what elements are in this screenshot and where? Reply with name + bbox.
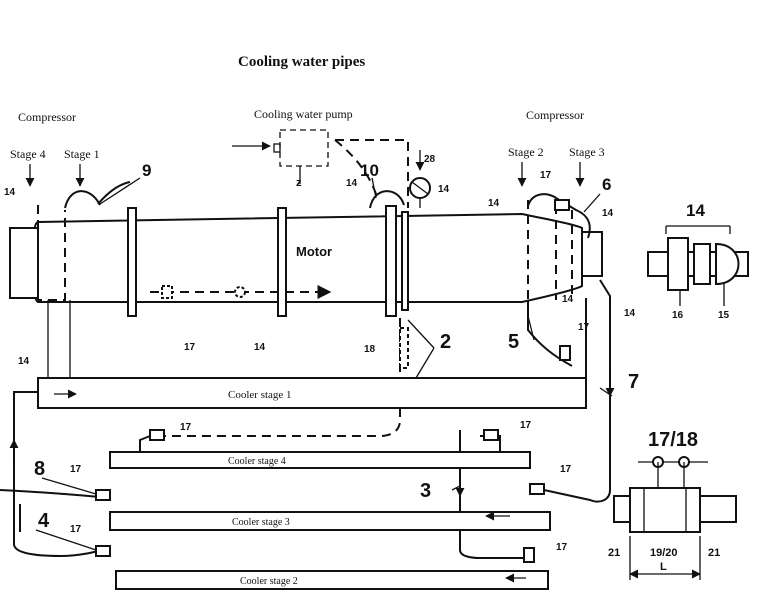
callout-21-left: 21 [608,547,620,559]
stage1-label: Stage 1 [64,147,100,161]
callout-18: 18 [364,344,376,355]
coupling-markers [95,199,571,563]
callout-5: 5 [508,331,519,353]
callout-17-stage: 17 [540,170,552,181]
callout-8: 8 [34,458,45,480]
callout-14-outlet: 14 [624,308,636,319]
callout-14-detail: 14 [686,201,705,220]
cooler-stage-1-label: Cooler stage 1 [228,389,292,401]
cooler-stage-2: Cooler stage 2 [115,570,549,590]
compressor-right-label: Compressor [526,108,584,122]
cooling-water-pump: z [232,129,329,189]
callout-14-left: 14 [4,187,16,198]
callout-17-c4-right: 17 [520,420,532,431]
valve-28 [409,177,431,208]
stage-arrows [25,162,585,187]
callout-7: 7 [628,371,639,393]
callout-14-right-low: 14 [562,294,574,305]
callout-6: 6 [602,175,611,194]
callout-19-20: 19/20 [650,547,678,559]
compressor-left-label: Compressor [18,110,76,124]
pump-label: Cooling water pump [254,107,353,121]
callout-28: 28 [424,154,436,165]
callout-14-cooler1: 14 [18,356,30,367]
callout-17-c4: 17 [180,422,192,433]
callout-17-right: 17 [578,322,590,333]
cooler-stage-4: Cooler stage 4 [109,451,531,469]
flow-arrows [9,150,615,497]
stage4-label: Stage 4 [10,147,46,161]
detail-14 [647,225,749,306]
callout-17-motor: 17 [184,342,196,353]
callout-17-c2-right: 17 [556,542,568,553]
cooler-stage-4-label: Cooler stage 4 [228,456,286,467]
callout-16: 16 [672,310,684,321]
callout-14-pipe: 14 [346,178,358,189]
stage3-label: Stage 3 [569,145,605,159]
motor-label: Motor [296,244,332,259]
cooler-stage-2-label: Cooler stage 2 [240,576,298,587]
callout-4: 4 [38,510,50,532]
callout-14-stage2: 14 [488,198,500,209]
callout-17-c3-right: 17 [560,464,572,475]
diagram-title: Cooling water pipes [238,54,365,70]
callout-17-c2-left: 17 [70,524,82,535]
cooler-stage-1: Cooler stage 1 [37,377,587,409]
external-pipes [0,181,611,559]
dimension-L: L [660,561,667,573]
callout-17-c3-left: 17 [70,464,82,475]
cooler-stage-3: Cooler stage 3 [109,511,551,531]
callout-14-pump: 14 [438,184,450,195]
detail-17-18 [613,456,737,580]
callout-3: 3 [420,480,431,502]
callout-9: 9 [142,161,151,180]
callout-14-stage3: 14 [602,208,614,219]
stage2-label: Stage 2 [508,145,544,159]
callout-15: 15 [718,310,730,321]
callout-14-motor: 14 [254,342,266,353]
svg-text:z: z [296,177,302,189]
callout-2: 2 [440,331,451,353]
callout-10: 10 [360,161,379,180]
compressor-motor-body [9,205,603,378]
leader-lines [35,177,613,551]
callout-21-right: 21 [708,547,720,559]
cooler-stage-3-label: Cooler stage 3 [232,517,290,528]
callout-17-18: 17/18 [648,429,698,451]
